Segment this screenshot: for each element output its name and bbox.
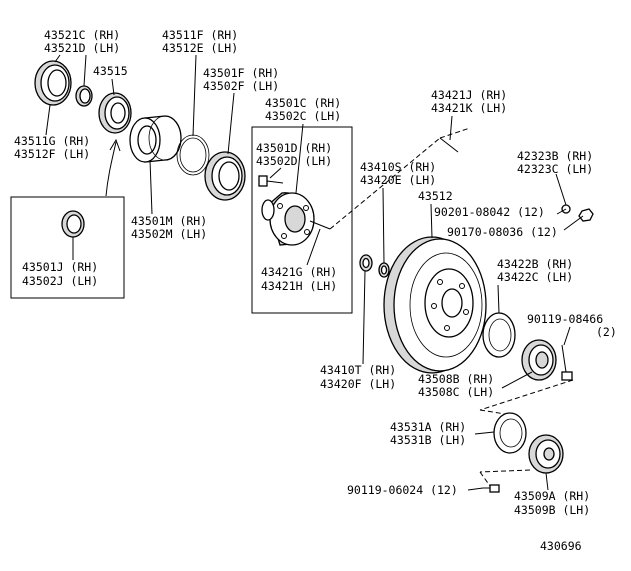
assembly-dashed-lines xyxy=(329,127,574,487)
label-43508c: 43508C (LH) xyxy=(418,385,494,399)
label-42323b: 42323B (RH) xyxy=(517,149,593,163)
nut-42323b xyxy=(561,204,594,222)
label-43509a: 43509A (RH) xyxy=(514,489,590,503)
label-43410t: 43410T (RH) xyxy=(320,363,396,377)
seal-43501j xyxy=(61,210,85,238)
bearing-43515 xyxy=(98,92,132,134)
flange-43508b xyxy=(521,339,557,381)
label-43531a: 43531A (RH) xyxy=(390,420,466,434)
label-43508b: 43508B (RH) xyxy=(418,372,494,386)
bearing-43501f xyxy=(204,151,246,201)
label-43531b: 43531B (LH) xyxy=(390,433,466,447)
label-43501d: 43501D (RH) xyxy=(256,141,332,155)
hub-43501c xyxy=(261,192,331,246)
label-43521c: 43521C (RH) xyxy=(44,28,120,42)
label-43421k: 43421K (LH) xyxy=(431,101,507,115)
spacer-43501m xyxy=(129,115,182,163)
snap-ring-43511f xyxy=(176,134,210,176)
label-43502c: 43502C (LH) xyxy=(265,109,341,123)
gasket-43422b xyxy=(482,312,516,358)
label-43421g: 43421G (RH) xyxy=(261,265,337,279)
bolt-43501d xyxy=(258,175,284,187)
label-43420f: 43420F (LH) xyxy=(320,377,396,391)
label-90119-06024: 90119-06024 (12) xyxy=(347,483,458,497)
label-43515: 43515 xyxy=(93,64,128,78)
label-43502f: 43502F (LH) xyxy=(203,79,279,93)
label-43501j: 43501J (RH) xyxy=(22,260,98,274)
label-43502d: 43502D (LH) xyxy=(256,154,332,168)
label-43421j: 43421J (RH) xyxy=(431,88,507,102)
label-43501c: 43501C (RH) xyxy=(265,96,341,110)
label-43421h: 43421H (LH) xyxy=(261,279,337,293)
stud-43421j xyxy=(439,137,459,153)
label-43420e: 43420E (LH) xyxy=(360,173,436,187)
label-43422c: 43422C (LH) xyxy=(497,270,573,284)
label-43501f: 43501F (RH) xyxy=(203,66,279,80)
arrow-head xyxy=(109,138,121,152)
label-43509b: 43509B (LH) xyxy=(514,503,590,517)
label-43422b: 43422B (RH) xyxy=(497,257,573,271)
gasket-43531a xyxy=(493,412,527,454)
label-43501m: 43501M (RH) xyxy=(131,214,207,228)
arrow-curve xyxy=(105,141,117,197)
label-90119-08466-qty: (2) xyxy=(596,325,617,339)
leader-lines xyxy=(45,54,584,491)
label-90170-08036: 90170-08036 (12) xyxy=(447,225,558,239)
cap-43509a xyxy=(528,434,564,474)
label-43511g: 43511G (RH) xyxy=(14,134,90,148)
washer-43410s xyxy=(378,262,390,278)
label-42323c: 42323C (LH) xyxy=(517,162,593,176)
label-90119-08466: 90119-08466 xyxy=(527,312,603,326)
label-43502j: 43502J (LH) xyxy=(22,274,98,288)
label-43512f: 43512F (LH) xyxy=(14,147,90,161)
label-90201-08042: 90201-08042 (12) xyxy=(434,205,545,219)
figure-number: 430696 xyxy=(540,539,582,553)
label-43511f: 43511F (RH) xyxy=(162,28,238,42)
label-43512e: 43512E (LH) xyxy=(162,41,238,55)
inset-box-seal xyxy=(10,196,125,299)
bolt-90119-08466 xyxy=(561,344,573,381)
part-labels: 43521C (RH) 43521D (LH) 43515 43511F (RH… xyxy=(14,28,617,553)
hub-box xyxy=(251,126,353,314)
label-43512: 43512 xyxy=(418,189,453,203)
bolt-90119-06024 xyxy=(483,484,500,493)
label-43410s: 43410S (RH) xyxy=(360,160,436,174)
oil-seal-43511g xyxy=(34,60,72,106)
label-43502m: 43502M (LH) xyxy=(131,227,207,241)
label-43521d: 43521D (LH) xyxy=(44,41,120,55)
rotor-43512 xyxy=(383,236,487,374)
washer-43410t xyxy=(359,254,373,272)
ring-43521c xyxy=(75,85,93,107)
